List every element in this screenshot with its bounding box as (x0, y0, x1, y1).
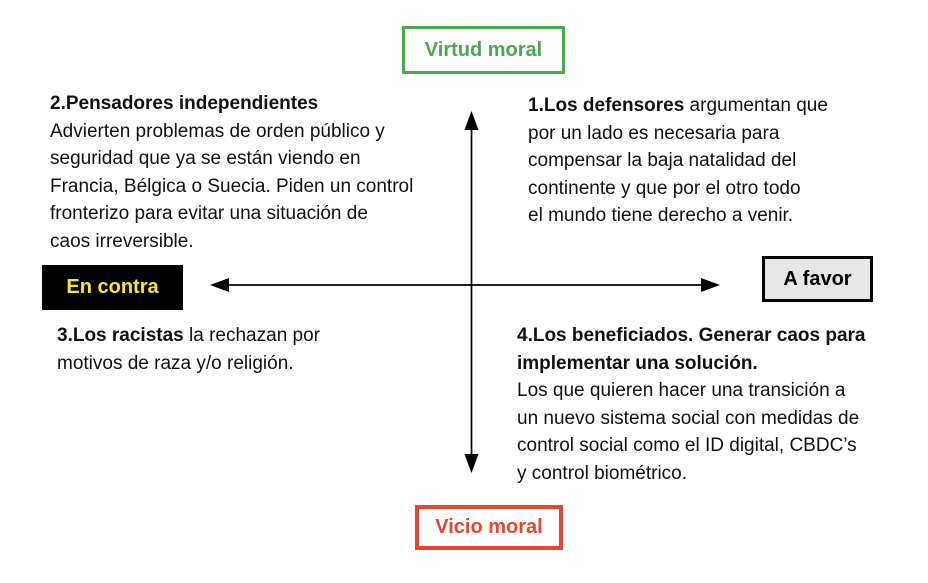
quadrant-1-text: 1.Los defensores argumentan que por un l… (528, 92, 828, 230)
vice-label-box: Vicio moral (415, 505, 563, 550)
quadrant-3-heading: 3.Los racistas (57, 325, 184, 346)
text-line: control social como el ID digital, CBDC’… (517, 435, 857, 456)
text-line: el mundo tiene derecho a venir. (528, 205, 794, 226)
text-line: seguridad que ya se están viendo en (50, 148, 361, 169)
favor-label-box: A favor (762, 256, 873, 302)
quadrant-4-heading: 4.Los beneficiados. Generar caos para (517, 325, 866, 346)
quadrant-2-heading: 2.Pensadores independientes (50, 93, 319, 114)
quadrant-4-text: 4.Los beneficiados. Generar caos para im… (517, 322, 865, 487)
quadrant-4-heading: implementar una solución. (517, 352, 758, 374)
text-line: fronterizo para evitar una situación de (50, 203, 368, 224)
quadrant-1-heading: 1.Los defensores (528, 95, 685, 116)
text-line: continente y que por el otro todo (528, 177, 801, 199)
text-line: Los que quieren hacer una transición a (517, 380, 846, 401)
arrow-right-icon (701, 278, 720, 292)
text-line: la rechazan por (183, 325, 320, 346)
text-line: y control biométrico. (517, 462, 688, 484)
text-line: Francia, Bélgica o Suecia. Piden un cont… (50, 175, 414, 197)
contra-label-box: En contra (42, 265, 183, 310)
text-line: un nuevo sistema social con medidas de (517, 407, 860, 429)
text-line: argumentan que (684, 95, 828, 116)
quadrant-3-text: 3.Los racistas la rechazan por motivos d… (57, 322, 320, 377)
arrow-down-icon (464, 454, 479, 473)
text-line: Advierten problemas de orden público y (50, 120, 385, 142)
text-line: motivos de raza y/o religión. (57, 352, 294, 374)
text-line: compensar la baja natalidad del (528, 150, 797, 171)
quadrant-2-text: 2.Pensadores independientes Advierten pr… (50, 90, 413, 255)
text-line: caos irreversible. (50, 230, 194, 252)
text-line: por un lado es necesaria para (528, 122, 780, 144)
arrow-left-icon (210, 278, 229, 292)
virtue-label-box: Virtud moral (402, 26, 565, 74)
arrow-up-icon (464, 111, 479, 130)
